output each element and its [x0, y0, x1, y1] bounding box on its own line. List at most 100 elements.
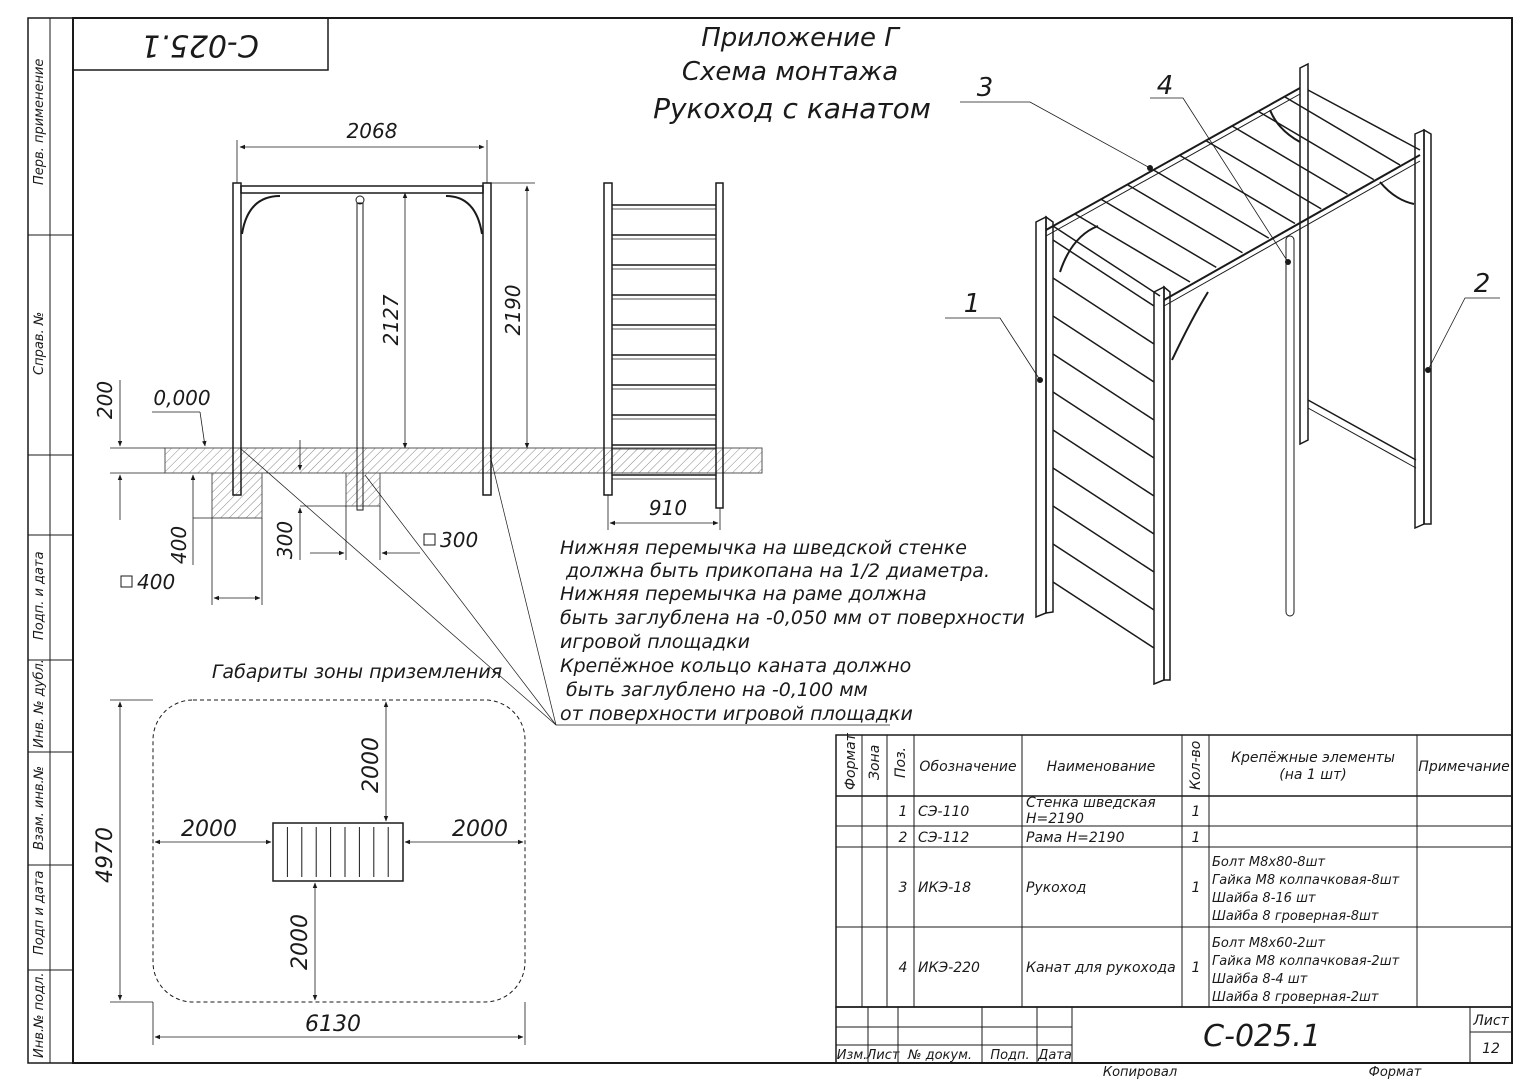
stamp-code: C-025.1 — [1203, 1019, 1321, 1054]
monkey-bar-rung — [1232, 125, 1348, 195]
title-block: Приложение Г Схема монтажа Рукоход с кан… — [653, 23, 931, 125]
row3-pos: 3 — [899, 880, 908, 896]
row3-designation: ИКЭ-18 — [918, 880, 971, 896]
monkey-bar-rung — [1284, 96, 1401, 166]
front-view: 2068 2127 2190 200 0,000 400 300 300 — [93, 119, 763, 605]
callout-4: 4 — [1157, 71, 1174, 101]
stamp-sheet-label: Лист — [1472, 1013, 1509, 1029]
side-labels: Перв. применение Справ. № Подп. и дата И… — [32, 59, 47, 1058]
wall-bar-rung — [1052, 353, 1155, 421]
row4-fastener-2: Гайка М8 колпачковая-2шт — [1212, 954, 1400, 969]
th-pos: Поз. — [893, 747, 909, 778]
installation-notes: Нижняя перемычка на шведской стенке долж… — [556, 537, 1025, 726]
th-fasteners: Крепёжные элементы — [1231, 750, 1395, 766]
monkey-bar-rung — [1153, 169, 1270, 239]
top-code-text: C-025.1 — [141, 28, 259, 63]
ladder-rungs — [612, 204, 716, 480]
wall-bars-rungs — [1052, 239, 1155, 649]
side-label-inv-dubl: Инв. № дубл. — [32, 659, 47, 748]
stamp-sheet-no: 12 — [1482, 1041, 1500, 1057]
stamp-copied: Копировал — [1103, 1065, 1177, 1080]
zone-dim-top: 2000 — [359, 737, 384, 793]
wall-bar-rung — [1052, 315, 1155, 383]
wall-bar-rung — [1052, 581, 1155, 649]
callout-1: 1 — [964, 289, 981, 319]
level-0000: 0,000 — [153, 386, 210, 410]
side-view-ladder: 910 — [603, 182, 724, 530]
zone-title: Габариты зоны приземления — [212, 661, 502, 683]
callout-3: 3 — [977, 73, 994, 103]
row2-designation: СЭ-112 — [918, 830, 969, 846]
zone-dim-left: 2000 — [181, 817, 237, 842]
row1-name-2: Н=2190 — [1026, 811, 1084, 827]
row4-fastener-1: Болт М8х60-2шт — [1212, 936, 1325, 951]
dim-300-depth: 300 — [273, 521, 297, 559]
dim-2190: 2190 — [501, 285, 525, 336]
landing-zone: Габариты зоны приземления 2000 2000 2000… — [93, 661, 526, 1045]
note-line-3: Нижняя перемычка на раме должна — [560, 583, 927, 605]
row3-fastener-1: Болт М8х80-8шт — [1212, 855, 1325, 870]
spec-table: Формат Зона Поз. Обозначение Наименовани… — [835, 732, 1513, 1008]
wall-bar-rung — [1052, 239, 1155, 307]
wall-bar-rung — [1052, 391, 1155, 459]
wall-bar-rung — [1052, 467, 1155, 535]
note-line-2: должна быть прикопана на 1/2 диаметра. — [560, 560, 990, 582]
title-stamp: Изм. Лист № докум. Подп. Дата C-025.1 Ли… — [835, 1006, 1513, 1080]
side-label-sprav: Справ. № — [32, 312, 47, 375]
title-line1: Приложение Г — [701, 23, 901, 53]
dim-sq-400: 400 — [137, 570, 175, 594]
wall-bar-rung — [1052, 429, 1155, 497]
stamp-doc: № докум. — [907, 1048, 972, 1063]
side-label-podp1: Подп. и дата — [32, 551, 47, 640]
monkey-bar-rung — [1205, 140, 1322, 210]
monkey-bar-rung — [1074, 213, 1191, 283]
stamp-date: Дата — [1037, 1048, 1072, 1063]
title-line2: Схема монтажа — [682, 57, 898, 87]
th-fasteners-sub: (на 1 шт) — [1279, 767, 1346, 783]
row3-fastener-2: Гайка М8 колпачковая-8шт — [1212, 873, 1400, 888]
th-zone: Зона — [867, 745, 883, 780]
wall-bar-rung — [1052, 543, 1155, 611]
monkey-bar-rung — [1100, 198, 1217, 269]
row3-fastener-3: Шайба 8-16 шт — [1212, 891, 1316, 906]
monkey-bar-rungs — [1074, 96, 1401, 283]
th-name: Наименование — [1047, 759, 1156, 775]
callout-2: 2 — [1474, 269, 1491, 299]
row3-qty: 1 — [1192, 880, 1201, 896]
row2-pos: 2 — [899, 830, 908, 846]
dim-910: 910 — [649, 496, 687, 520]
monkey-bar-rung — [1179, 154, 1296, 225]
monkey-bar-rung — [1127, 184, 1243, 254]
top-code-stamp: C-025.1 — [72, 17, 329, 71]
note-line-5: игровой площадки — [560, 631, 750, 653]
stamp-list: Лист — [866, 1048, 900, 1063]
th-format: Формат — [843, 732, 859, 790]
stamp-sign: Подп. — [990, 1048, 1029, 1063]
note-line-6: Крепёжное кольцо каната должно — [560, 655, 911, 677]
note-line-4: быть заглублена на -0,050 мм от поверхно… — [560, 607, 1025, 629]
row4-fastener-4: Шайба 8 гроверная-2шт — [1212, 990, 1379, 1005]
row4-name: Канат для рукохода — [1026, 960, 1176, 976]
zone-dim-right: 2000 — [452, 817, 508, 842]
dim-400-depth: 400 — [167, 526, 191, 564]
row4-fastener-3: Шайба 8-4 шт — [1212, 972, 1308, 987]
wall-bar-rung — [1052, 277, 1155, 345]
zone-dim-width: 6130 — [305, 1012, 361, 1037]
dim-200: 200 — [93, 381, 117, 419]
row1-qty: 1 — [1192, 804, 1201, 820]
zone-dim-height: 4970 — [93, 827, 118, 883]
isometric-view: 3 4 1 2 — [945, 62, 1500, 686]
row4-pos: 4 — [899, 960, 908, 976]
side-label-podp2: Подп и дата — [32, 871, 47, 955]
zone-rungs — [286, 827, 389, 877]
stamp-format: Формат — [1369, 1065, 1422, 1080]
dim-2127: 2127 — [379, 294, 403, 345]
side-label-perv: Перв. применение — [32, 59, 47, 185]
row4-qty: 1 — [1192, 960, 1201, 976]
row4-designation: ИКЭ-220 — [918, 960, 980, 976]
wall-bar-rung — [1052, 505, 1155, 573]
row1-designation: СЭ-110 — [918, 804, 969, 820]
row3-fastener-4: Шайба 8 гроверная-8шт — [1212, 909, 1379, 924]
sheet-frame — [27, 17, 1513, 1064]
